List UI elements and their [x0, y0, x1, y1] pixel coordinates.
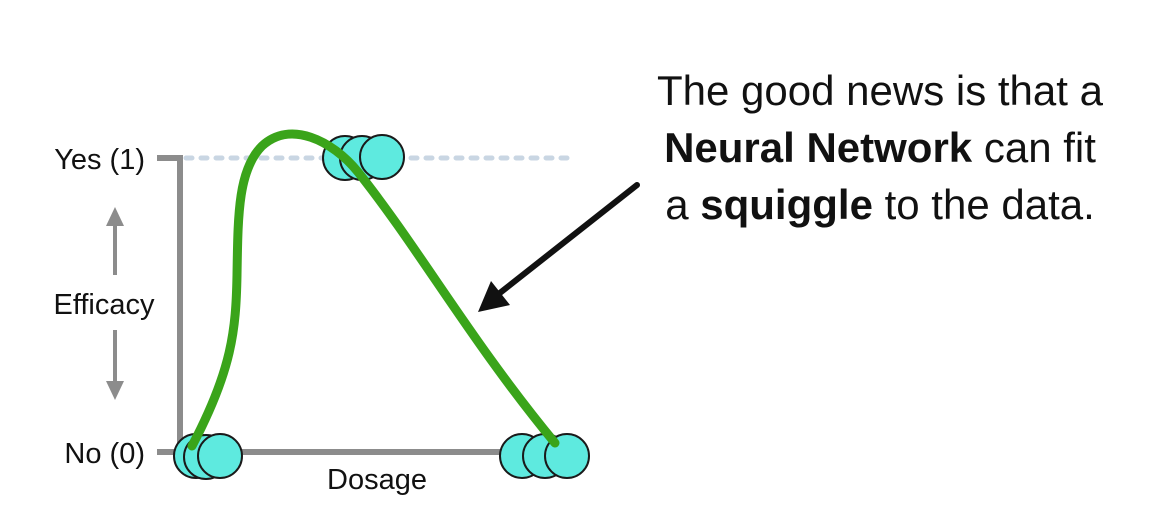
annotation-line-3: a squiggle to the data.	[600, 176, 1152, 233]
annotation-line-2-rest: can fit	[972, 124, 1096, 171]
annotation-neural-network: Neural Network	[664, 124, 973, 171]
annotation-line-2: Neural Network can fit	[600, 119, 1152, 176]
y-tick-label-no: No (0)	[64, 438, 145, 470]
data-group-low	[173, 433, 243, 480]
annotation-line-1: The good news is that a	[657, 67, 1103, 114]
annotation-text: The good news is that a Neural Network c…	[600, 62, 1152, 233]
y-axis-up-arrow-icon	[106, 207, 124, 275]
annotation-line-3-rest: to the data.	[872, 181, 1095, 228]
x-axis-title: Dosage	[327, 464, 427, 496]
y-axis-down-arrow-icon	[106, 330, 124, 400]
data-point	[197, 433, 243, 479]
y-axis-line	[157, 155, 183, 456]
y-tick-label-yes: Yes (1)	[54, 144, 145, 176]
pointer-arrow-icon	[478, 182, 640, 312]
data-group-high	[499, 433, 590, 479]
annotation-line-3-start: a	[665, 181, 701, 228]
data-point	[359, 134, 405, 180]
y-axis-title: Efficacy	[53, 289, 155, 321]
neural-network-squiggle	[187, 129, 560, 451]
annotation-squiggle: squiggle	[700, 181, 873, 228]
